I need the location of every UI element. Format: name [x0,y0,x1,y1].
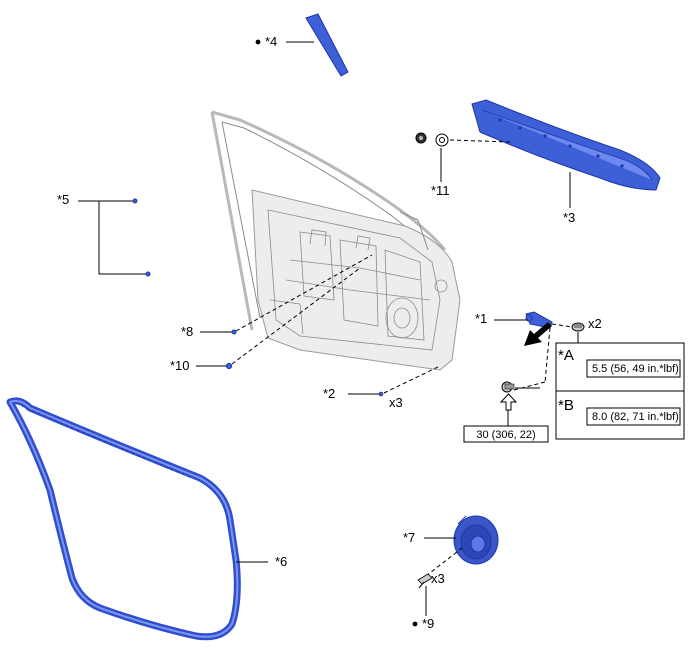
dash-1-lower [544,327,551,383]
callout-7: *7 [403,530,415,545]
callout-8: *8 [181,324,193,339]
torque-box [463,425,549,443]
bullet-9 [412,621,418,627]
qty-2: x3 [389,395,403,410]
dash-10 [231,267,361,365]
legend-a-key: *A [558,347,574,364]
callout-1: *1 [475,311,487,326]
qty-9: x3 [431,571,445,586]
callout-4: *4 [265,34,277,49]
front-door-panel [210,110,461,371]
bullet-4 [255,39,261,45]
legend-a-value: 5.5 (56, 49 in.*lbf) [592,363,679,375]
torque-main: 30 (306, 22) [476,429,535,441]
part-8-clip [231,329,237,335]
part-3-outer-belt-molding [471,99,661,191]
dash-2 [383,365,441,394]
dash-11 [449,139,511,143]
qty-1-bolts: x2 [588,316,602,331]
direction-arrow-icon [524,322,552,346]
part-6-door-weatherstrip [6,397,241,641]
part-5-clip-lower [145,271,151,277]
callout-5: *5 [57,192,69,207]
callout-10: *10 [170,358,190,373]
dash-9 [425,547,463,577]
part-4-trim-strip [305,13,349,77]
hollow-arrow-icon [499,393,518,411]
part-7-speaker [453,515,499,565]
part-5-clip-upper [132,198,138,204]
part-9-screw [417,573,433,589]
dash-8 [235,254,373,332]
callout-11: *11 [431,183,450,198]
callout-6: *6 [275,554,287,569]
legend-b-value: 8.0 (82, 71 in.*lbf) [592,411,679,423]
bolt-x2 [571,322,585,332]
dash-1-bolts [551,323,573,328]
callout-9: *9 [422,616,434,631]
bolt-main [501,381,515,393]
part-2-clip [378,391,384,397]
legend-b-key: *B [558,397,574,414]
callout-3: *3 [563,210,575,225]
callout-2: *2 [323,386,335,401]
torque-legend-table [555,342,685,440]
part-10-clip [225,362,233,370]
leader-5-lower [78,200,146,275]
part-11-clip [415,132,449,147]
